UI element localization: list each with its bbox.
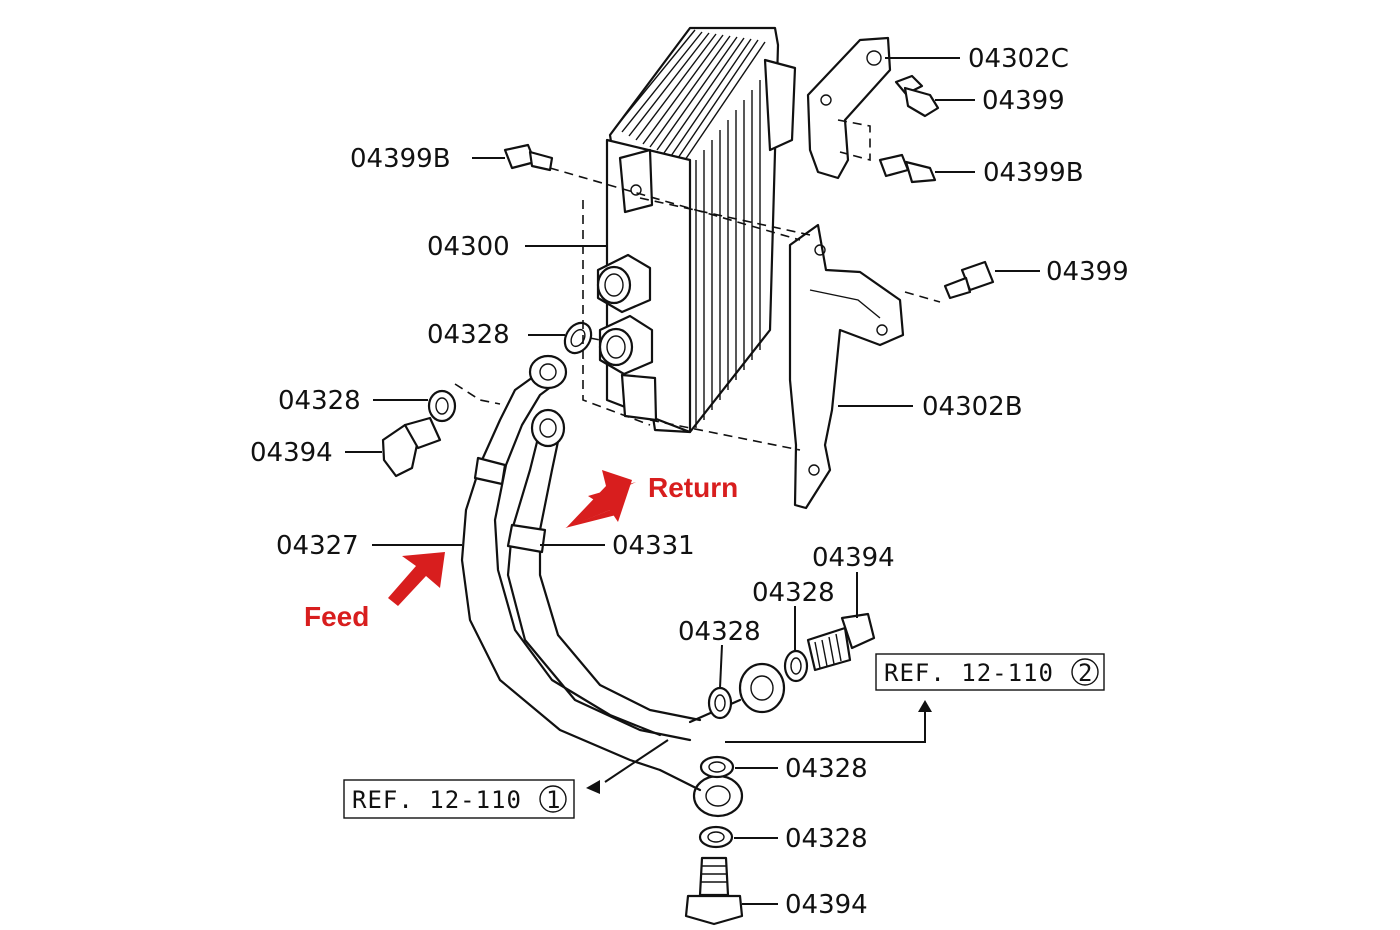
oil-cooler-core [596, 26, 797, 434]
label-04328-lower-2: 04328 [785, 824, 868, 854]
eye-bolt-04394-right [806, 612, 876, 672]
bolt-04399-right [943, 260, 995, 300]
ref-left-text: REF. 12-110 [352, 786, 522, 814]
return-arrow-icon-body [566, 470, 632, 528]
ref-arrow-left [586, 780, 600, 794]
return-arrow-icon [565, 482, 636, 528]
label-04399-right: 04399 [1046, 257, 1129, 287]
cooler-fitting-upper [596, 253, 652, 314]
ref-left-num: 1 [546, 786, 561, 814]
cooler-fitting-lower [598, 314, 654, 376]
label-04302c: 04302C [968, 44, 1069, 74]
label-04399-top: 04399 [982, 86, 1065, 116]
banjo-fitting-right [688, 662, 786, 724]
ref-right-text: REF. 12-110 [884, 659, 1054, 687]
label-04394-bottom: 04394 [785, 890, 868, 920]
bracket-04302c [806, 36, 892, 180]
ref-right-num: 2 [1078, 659, 1093, 687]
hose-04331-return [506, 408, 702, 742]
label-04399b-left: 04399B [350, 144, 451, 174]
bracket-04302b [788, 223, 905, 510]
label-04328-left: 04328 [278, 386, 361, 416]
hose-04327-feed [460, 354, 662, 772]
washer-04328-upper [563, 321, 593, 355]
washer-04328-left [427, 389, 457, 423]
bolt-04399b-right [878, 153, 937, 184]
bolt-04399-top [894, 74, 940, 118]
eye-bolt-04394-bottom [684, 856, 744, 926]
feed-arrow-icon [388, 552, 445, 606]
label-04328-lower-1: 04328 [785, 754, 868, 784]
label-04328-right-inner: 04328 [678, 617, 761, 647]
label-04394-left: 04394 [250, 438, 333, 468]
label-04328-right-outer: 04328 [752, 578, 835, 608]
label-04302b: 04302B [922, 392, 1023, 422]
alignment-lines [454, 119, 941, 451]
ref-arrow-right [918, 700, 932, 712]
banjo-fitting-bottom [658, 768, 744, 818]
leader-lines [345, 57, 1040, 905]
label-04300: 04300 [427, 232, 510, 262]
plug-04394-left [381, 416, 442, 478]
label-04394-right: 04394 [812, 543, 895, 573]
return-annotation: Return [648, 472, 738, 503]
ref-box-right: REF. 12-110 2 [875, 653, 1105, 691]
bolt-04399b-left [503, 143, 554, 172]
feed-annotation: Feed [304, 601, 369, 632]
washer-04328-right-outer [783, 649, 809, 683]
label-04327: 04327 [276, 531, 359, 561]
washer-04328-right-inner [707, 686, 733, 720]
washer-04328-lower-1 [699, 755, 735, 779]
label-04331: 04331 [612, 531, 695, 561]
ref-box-left: REF. 12-110 1 [343, 779, 575, 819]
label-04399b-right: 04399B [983, 158, 1084, 188]
label-04328-upper: 04328 [427, 320, 510, 350]
washer-04328-lower-2 [698, 825, 734, 849]
